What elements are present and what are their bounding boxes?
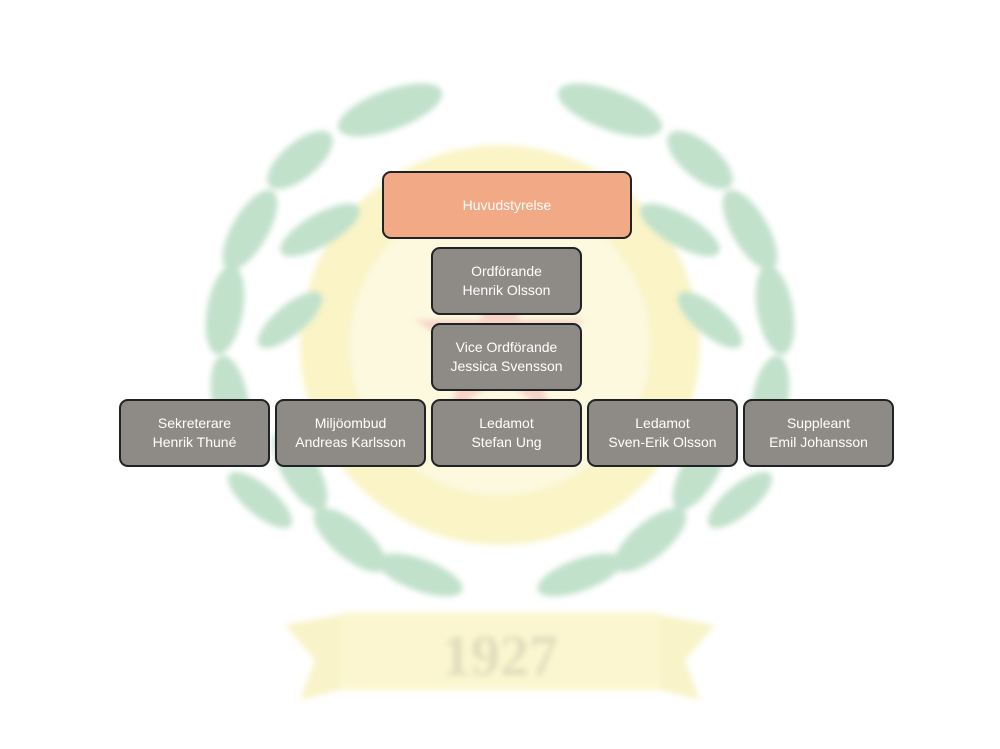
ribbon-right-tail <box>660 615 715 700</box>
org-box-role: Miljöombud <box>314 415 387 431</box>
org-box-role: Suppleant <box>786 415 851 431</box>
org-box-name: Jessica Svensson <box>450 358 563 374</box>
org-box-role: Ledamot <box>635 415 690 431</box>
org-box-vice-chair[interactable]: Vice Ordförande Jessica Svensson <box>431 323 582 391</box>
org-box-member[interactable]: Ledamot Sven-Erik Olsson <box>587 399 738 467</box>
org-box-role: Vice Ordförande <box>455 339 558 355</box>
org-box-role: Ordförande <box>471 263 542 279</box>
org-box-name: Emil Johansson <box>769 434 868 450</box>
org-box-member[interactable]: Sekreterare Henrik Thuné <box>119 399 270 467</box>
org-box-name: Stefan Ung <box>471 434 542 450</box>
org-box-title: Huvudstyrelse <box>462 196 552 213</box>
ribbon-left-tail <box>285 615 340 700</box>
org-box-name: Sven-Erik Olsson <box>608 434 717 450</box>
emblem-year: 1927 <box>442 623 558 688</box>
org-box-name: Andreas Karlsson <box>295 434 406 450</box>
org-box-name: Henrik Thuné <box>152 434 237 450</box>
org-box-chair[interactable]: Ordförande Henrik Olsson <box>431 247 582 315</box>
org-box-name: Henrik Olsson <box>462 282 551 298</box>
ribbon-banner <box>340 612 660 690</box>
org-box-role: Ledamot <box>479 415 534 431</box>
org-box-role: Sekreterare <box>157 415 232 431</box>
org-box-member[interactable]: Miljöombud Andreas Karlsson <box>275 399 426 467</box>
org-box-huvudstyrelse[interactable]: Huvudstyrelse <box>382 171 632 239</box>
org-box-member[interactable]: Ledamot Stefan Ung <box>431 399 582 467</box>
org-box-member[interactable]: Suppleant Emil Johansson <box>743 399 894 467</box>
